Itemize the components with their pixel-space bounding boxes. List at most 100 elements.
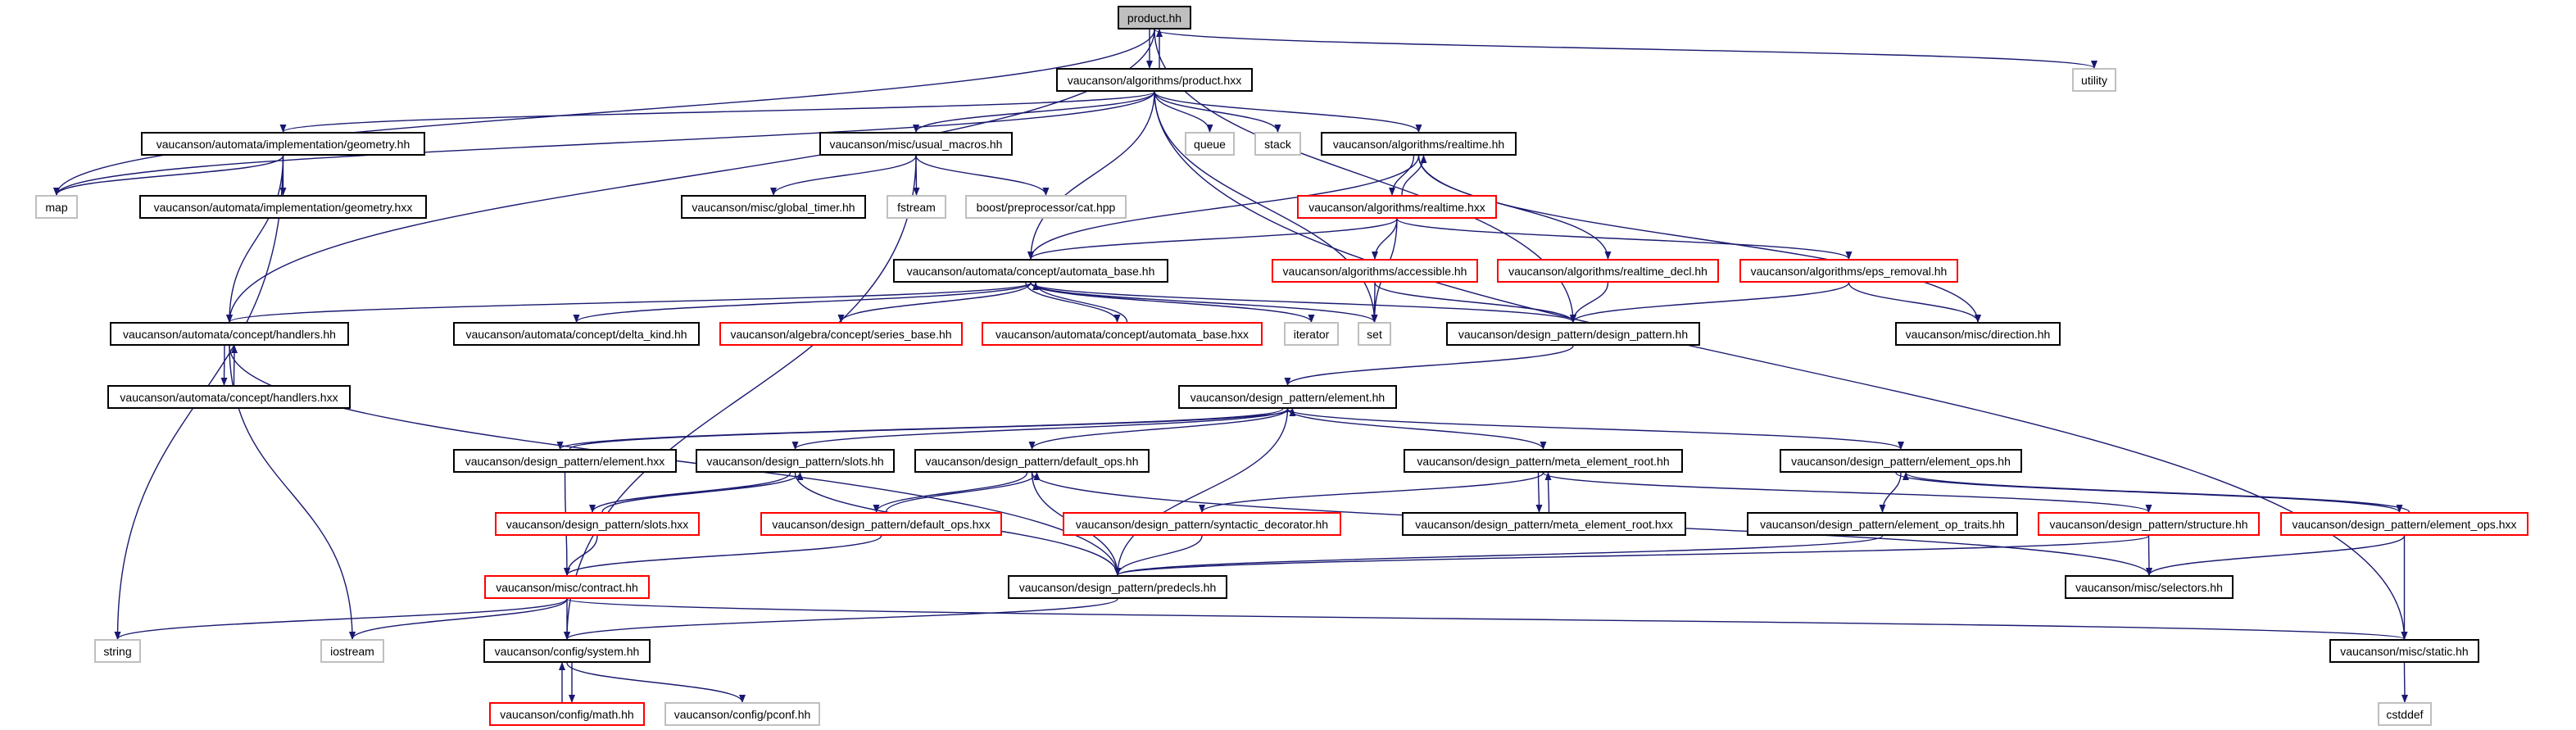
edge-meta-element-root-hh-to-structure [1542, 472, 2152, 513]
node-accessible[interactable]: vaucanson/algorithms/accessible.hh [1272, 259, 1478, 283]
edge-handlers-hxx-to-handlers-hh [230, 345, 238, 386]
node-boost-cat[interactable]: boost/preprocessor/cat.hpp [965, 195, 1127, 219]
node-usual-macros[interactable]: vaucanson/misc/usual_macros.hh [819, 132, 1013, 156]
node-realtime-hxx[interactable]: vaucanson/algorithms/realtime.hxx [1297, 195, 1497, 219]
node-utility[interactable]: utility [2072, 68, 2116, 92]
node-element-ops-hh[interactable]: vaucanson/design_pattern/element_ops.hh [1780, 449, 2022, 473]
edge-product-hxx-to-map [53, 91, 1155, 196]
edge-predecls-to-system [564, 598, 1118, 640]
edge-realtime-hh-to-realtime-hxx [1389, 155, 1415, 196]
edge-product-hxx-to-geometry-hh [279, 91, 1155, 133]
node-element-ops-hxx[interactable]: vaucanson/design_pattern/element_ops.hxx [2280, 512, 2528, 536]
node-math[interactable]: vaucanson/config/math.hh [489, 702, 645, 726]
edge-realtime-hxx-to-eps-removal [1396, 218, 1853, 260]
edge-structure-to-predecls [1114, 535, 2150, 576]
node-element-op-traits[interactable]: vaucanson/design_pattern/element_op_trai… [1747, 512, 2018, 536]
edge-contract-to-static [566, 598, 2407, 640]
node-global-timer[interactable]: vaucanson/misc/global_timer.hh [681, 195, 866, 219]
node-map[interactable]: map [35, 195, 78, 219]
edge-realtime-hh-to-automata-base-hh [1027, 155, 1420, 260]
node-element-hxx[interactable]: vaucanson/design_pattern/element.hxx [453, 449, 677, 473]
node-cstddef[interactable]: cstddef [2378, 702, 2432, 726]
edge-structure-to-selectors [2145, 535, 2152, 576]
node-static[interactable]: vaucanson/misc/static.hh [2329, 639, 2479, 663]
node-series-base[interactable]: vaucanson/algebra/concept/series_base.hh [719, 322, 963, 346]
edge-meta-element-root-hh-to-syntactic-decorator [1199, 472, 1544, 513]
edge-automata-base-hh-to-handlers-hh [226, 282, 1032, 323]
node-eps-removal[interactable]: vaucanson/algorithms/eps_removal.hh [1739, 259, 1958, 283]
node-geometry-hxx[interactable]: vaucanson/automata/implementation/geomet… [139, 195, 427, 219]
node-delta-kind[interactable]: vaucanson/automata/concept/delta_kind.hh [453, 322, 700, 346]
edge-static-to-cstddef [2401, 662, 2408, 703]
edge-automata-base-hh-to-iterator [1030, 282, 1315, 323]
edge-product-hxx-to-queue [1154, 91, 1213, 133]
node-element-hh[interactable]: vaucanson/design_pattern/element.hh [1178, 385, 1397, 409]
edge-usual-macros-to-global-timer [770, 155, 917, 196]
edge-geometry-hh-to-map [53, 155, 284, 196]
node-iostream[interactable]: iostream [320, 639, 384, 663]
node-fstream[interactable]: fstream [887, 195, 946, 219]
edge-element-ops-hxx-to-selectors [2146, 535, 2406, 576]
node-iterator[interactable]: iterator [1284, 322, 1339, 346]
edge-automata-base-hh-to-series-base [837, 282, 1032, 323]
node-product-hh[interactable]: product.hh [1118, 6, 1191, 29]
node-automata-base-hh[interactable]: vaucanson/automata/concept/automata_base… [893, 259, 1168, 283]
edge-automata-base-hh-to-design-pattern-hh [1030, 282, 1576, 323]
edge-automata-base-hh-to-set [1030, 282, 1378, 323]
edge-automata-base-hh-to-delta-kind [573, 282, 1032, 323]
node-string[interactable]: string [94, 639, 141, 663]
node-design-pattern-hh[interactable]: vaucanson/design_pattern/design_pattern.… [1446, 322, 1700, 346]
node-contract[interactable]: vaucanson/misc/contract.hh [484, 575, 650, 599]
edge-usual-macros-to-boost-cat [915, 155, 1050, 196]
node-direction[interactable]: vaucanson/misc/direction.hh [1895, 322, 2061, 346]
edge-realtime-hxx-to-realtime-hh [1401, 155, 1427, 196]
edge-product-hxx-to-automata-base-hh [1027, 91, 1155, 260]
edge-product-hxx-to-usual-macros [913, 91, 1155, 133]
edge-element-hh-to-predecls [1114, 408, 1289, 576]
edge-realtime-decl-to-design-pattern-hh [1570, 282, 1609, 323]
node-queue[interactable]: queue [1185, 132, 1235, 156]
edge-product-hh-to-utility [1154, 29, 2098, 69]
node-automata-base-hxx[interactable]: vaucanson/automata/concept/automata_base… [982, 322, 1263, 346]
node-geometry-hh[interactable]: vaucanson/automata/implementation/geomet… [141, 132, 425, 156]
node-default-ops-hxx[interactable]: vaucanson/design_pattern/default_ops.hxx [760, 512, 1002, 536]
node-meta-element-root-hh[interactable]: vaucanson/design_pattern/meta_element_ro… [1404, 449, 1683, 473]
node-pconf[interactable]: vaucanson/config/pconf.hh [664, 702, 820, 726]
node-slots-hxx[interactable]: vaucanson/design_pattern/slots.hxx [495, 512, 700, 536]
edge-element-hh-to-meta-element-root-hh [1286, 408, 1547, 450]
edge-default-ops-hxx-to-contract [564, 535, 882, 576]
edge-design-pattern-hh-to-element-hh [1284, 345, 1574, 386]
edge-accessible-to-set [1371, 282, 1378, 323]
edge-slots-hxx-to-contract [564, 535, 598, 576]
node-predecls[interactable]: vaucanson/design_pattern/predecls.hh [1008, 575, 1227, 599]
node-handlers-hxx[interactable]: vaucanson/automata/concept/handlers.hxx [107, 385, 351, 409]
edge-realtime-hh-to-direction [1417, 155, 1981, 323]
edge-element-hh-to-slots-hh [791, 408, 1289, 450]
edge-eps-removal-to-design-pattern-hh [1570, 282, 1850, 323]
node-set[interactable]: set [1358, 322, 1391, 346]
edge-element-hh-to-default-ops-hh [1028, 408, 1289, 450]
edge-usual-macros-to-system [564, 155, 917, 640]
node-slots-hh[interactable]: vaucanson/design_pattern/slots.hh [696, 449, 895, 473]
node-syntactic-decorator[interactable]: vaucanson/design_pattern/syntactic_decor… [1063, 512, 1341, 536]
node-default-ops-hh[interactable]: vaucanson/design_pattern/default_ops.hh [914, 449, 1150, 473]
edge-meta-element-root-hh-to-meta-element-root-hxx [1535, 472, 1543, 513]
node-stack[interactable]: stack [1254, 132, 1301, 156]
node-handlers-hh[interactable]: vaucanson/automata/concept/handlers.hh [110, 322, 349, 346]
edge-element-op-traits-to-predecls [1114, 535, 1884, 576]
edge-default-ops-hh-to-default-ops-hxx [873, 472, 1028, 513]
edge-product-hh-to-map [53, 29, 1155, 196]
node-selectors[interactable]: vaucanson/misc/selectors.hh [2065, 575, 2234, 599]
edge-system-to-pconf [566, 662, 746, 703]
node-system[interactable]: vaucanson/config/system.hh [483, 639, 651, 663]
node-realtime-hh[interactable]: vaucanson/algorithms/realtime.hh [1321, 132, 1517, 156]
node-structure[interactable]: vaucanson/design_pattern/structure.hh [2038, 512, 2260, 536]
node-meta-element-root-hxx[interactable]: vaucanson/design_pattern/meta_element_ro… [1402, 512, 1686, 536]
edge-contract-to-iostream [349, 598, 568, 640]
node-product-hxx[interactable]: vaucanson/algorithms/product.hxx [1056, 68, 1253, 92]
node-realtime-decl[interactable]: vaucanson/algorithms/realtime_decl.hh [1497, 259, 1719, 283]
edge-element-hxx-to-element-hh [569, 408, 1296, 450]
edge-automata-base-hh-to-automata-base-hxx [1025, 282, 1121, 323]
